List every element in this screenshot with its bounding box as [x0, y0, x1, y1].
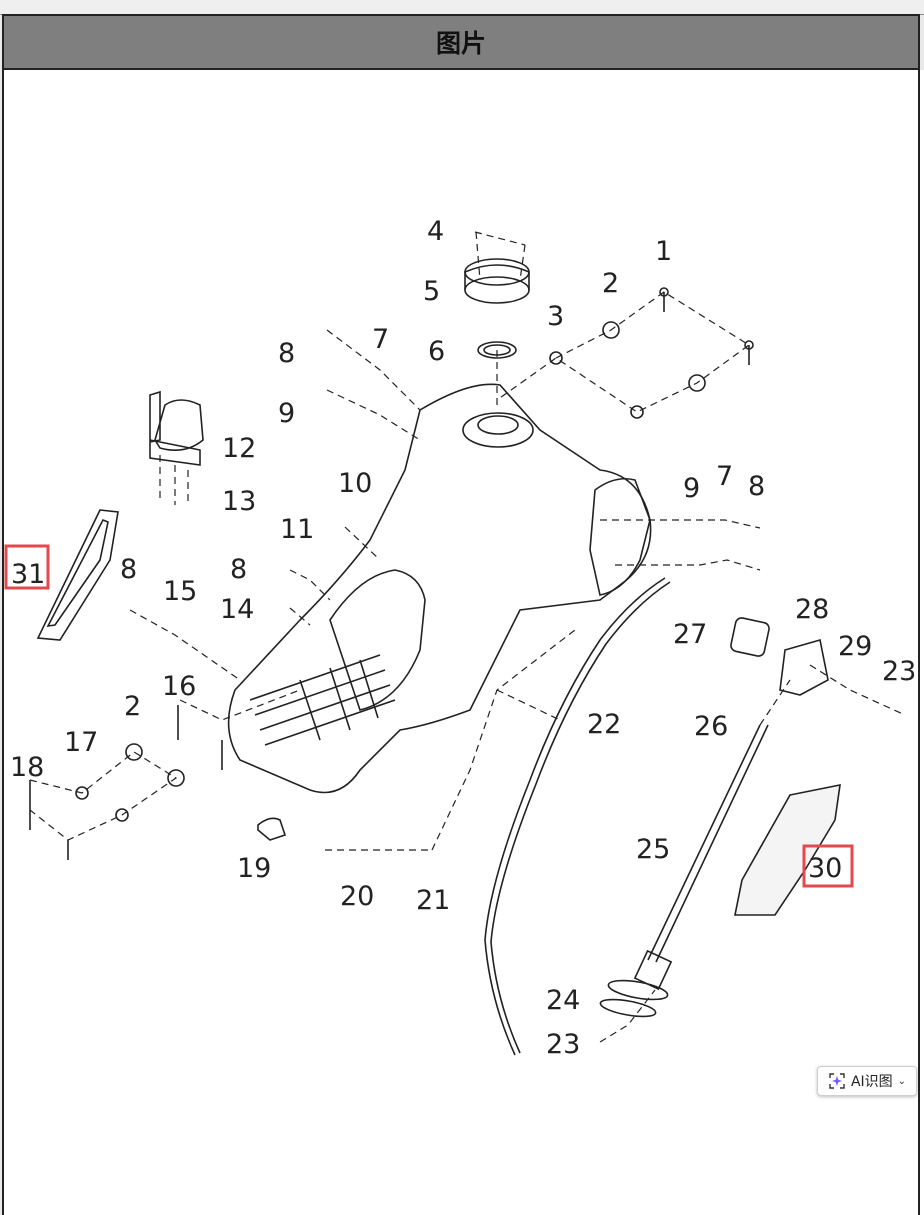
ai-sparkle-icon	[828, 1072, 846, 1090]
highlight-box-30	[802, 844, 854, 888]
right-edge	[920, 70, 924, 1215]
callout-19: 19	[237, 853, 271, 884]
fuel-hose	[484, 577, 666, 1056]
tank-grid-detail	[249, 654, 396, 746]
callout-5: 5	[423, 276, 440, 307]
callout-29: 29	[838, 631, 872, 662]
filler-neck	[462, 412, 534, 448]
callout-4: 4	[427, 216, 444, 247]
callout-15: 15	[163, 576, 197, 607]
table-header-cell: 图片	[2, 14, 920, 70]
mesh-guard	[734, 783, 841, 916]
mount-bar-left	[29, 705, 223, 860]
callout-23b: 23	[546, 1029, 580, 1060]
fuel-tank-shape	[227, 383, 652, 794]
tank-inner-seat	[329, 569, 426, 711]
callout-2a: 2	[602, 268, 619, 299]
callout-18: 18	[10, 752, 44, 783]
dashed-leaders	[29, 231, 906, 1043]
callout-27: 27	[673, 619, 707, 650]
callout-14: 14	[220, 594, 254, 625]
seal-gasket	[36, 509, 119, 641]
callout-10: 10	[338, 468, 372, 499]
callout-31: 31	[11, 559, 45, 590]
chevron-down-icon[interactable]: ⌄	[897, 1075, 907, 1087]
gasket	[477, 341, 517, 359]
callout-16: 16	[162, 671, 196, 702]
clip-19	[257, 817, 287, 841]
callout-30: 30	[808, 853, 842, 884]
callout-2b: 2	[124, 691, 141, 722]
callout-12: 12	[222, 433, 256, 464]
right-side-bracket	[589, 477, 651, 596]
diagram-linework	[29, 258, 841, 1056]
callout-3: 3	[547, 301, 564, 332]
callout-8b: 8	[748, 471, 765, 502]
callout-9b: 9	[683, 473, 700, 504]
callout-11: 11	[280, 514, 314, 545]
callout-28: 28	[795, 594, 829, 625]
fuel-pump	[149, 390, 204, 466]
callout-22: 22	[587, 709, 621, 740]
callout-25: 25	[636, 834, 670, 865]
ai-button-label: AI识图	[850, 1074, 893, 1090]
callout-1: 1	[655, 236, 672, 267]
callout-13: 13	[222, 486, 256, 517]
callout-17: 17	[64, 727, 98, 758]
highlight-box-31	[4, 544, 50, 590]
plate-28	[779, 638, 829, 696]
callout-24: 24	[546, 985, 580, 1016]
drain-tube	[647, 724, 769, 963]
callout-8c: 8	[120, 554, 137, 585]
callout-20: 20	[340, 881, 374, 912]
header-title: 图片	[435, 29, 486, 58]
ai-recognize-button[interactable]: AI识图 ⌄	[817, 1066, 917, 1096]
callout-8a: 8	[278, 338, 295, 369]
callout-labels: 1 2 3 4 5 6 7 8 9 12 10 13 9 7 8 11 31 8…	[10, 216, 916, 1060]
callout-9a: 9	[278, 398, 295, 429]
callout-21: 21	[416, 885, 450, 916]
callout-6: 6	[428, 336, 445, 367]
callout-26: 26	[694, 711, 728, 742]
callout-23a: 23	[882, 656, 916, 687]
callout-8d: 8	[230, 554, 247, 585]
grommet-27	[730, 617, 770, 657]
callout-7a: 7	[372, 324, 389, 355]
callout-7b: 7	[716, 461, 733, 492]
